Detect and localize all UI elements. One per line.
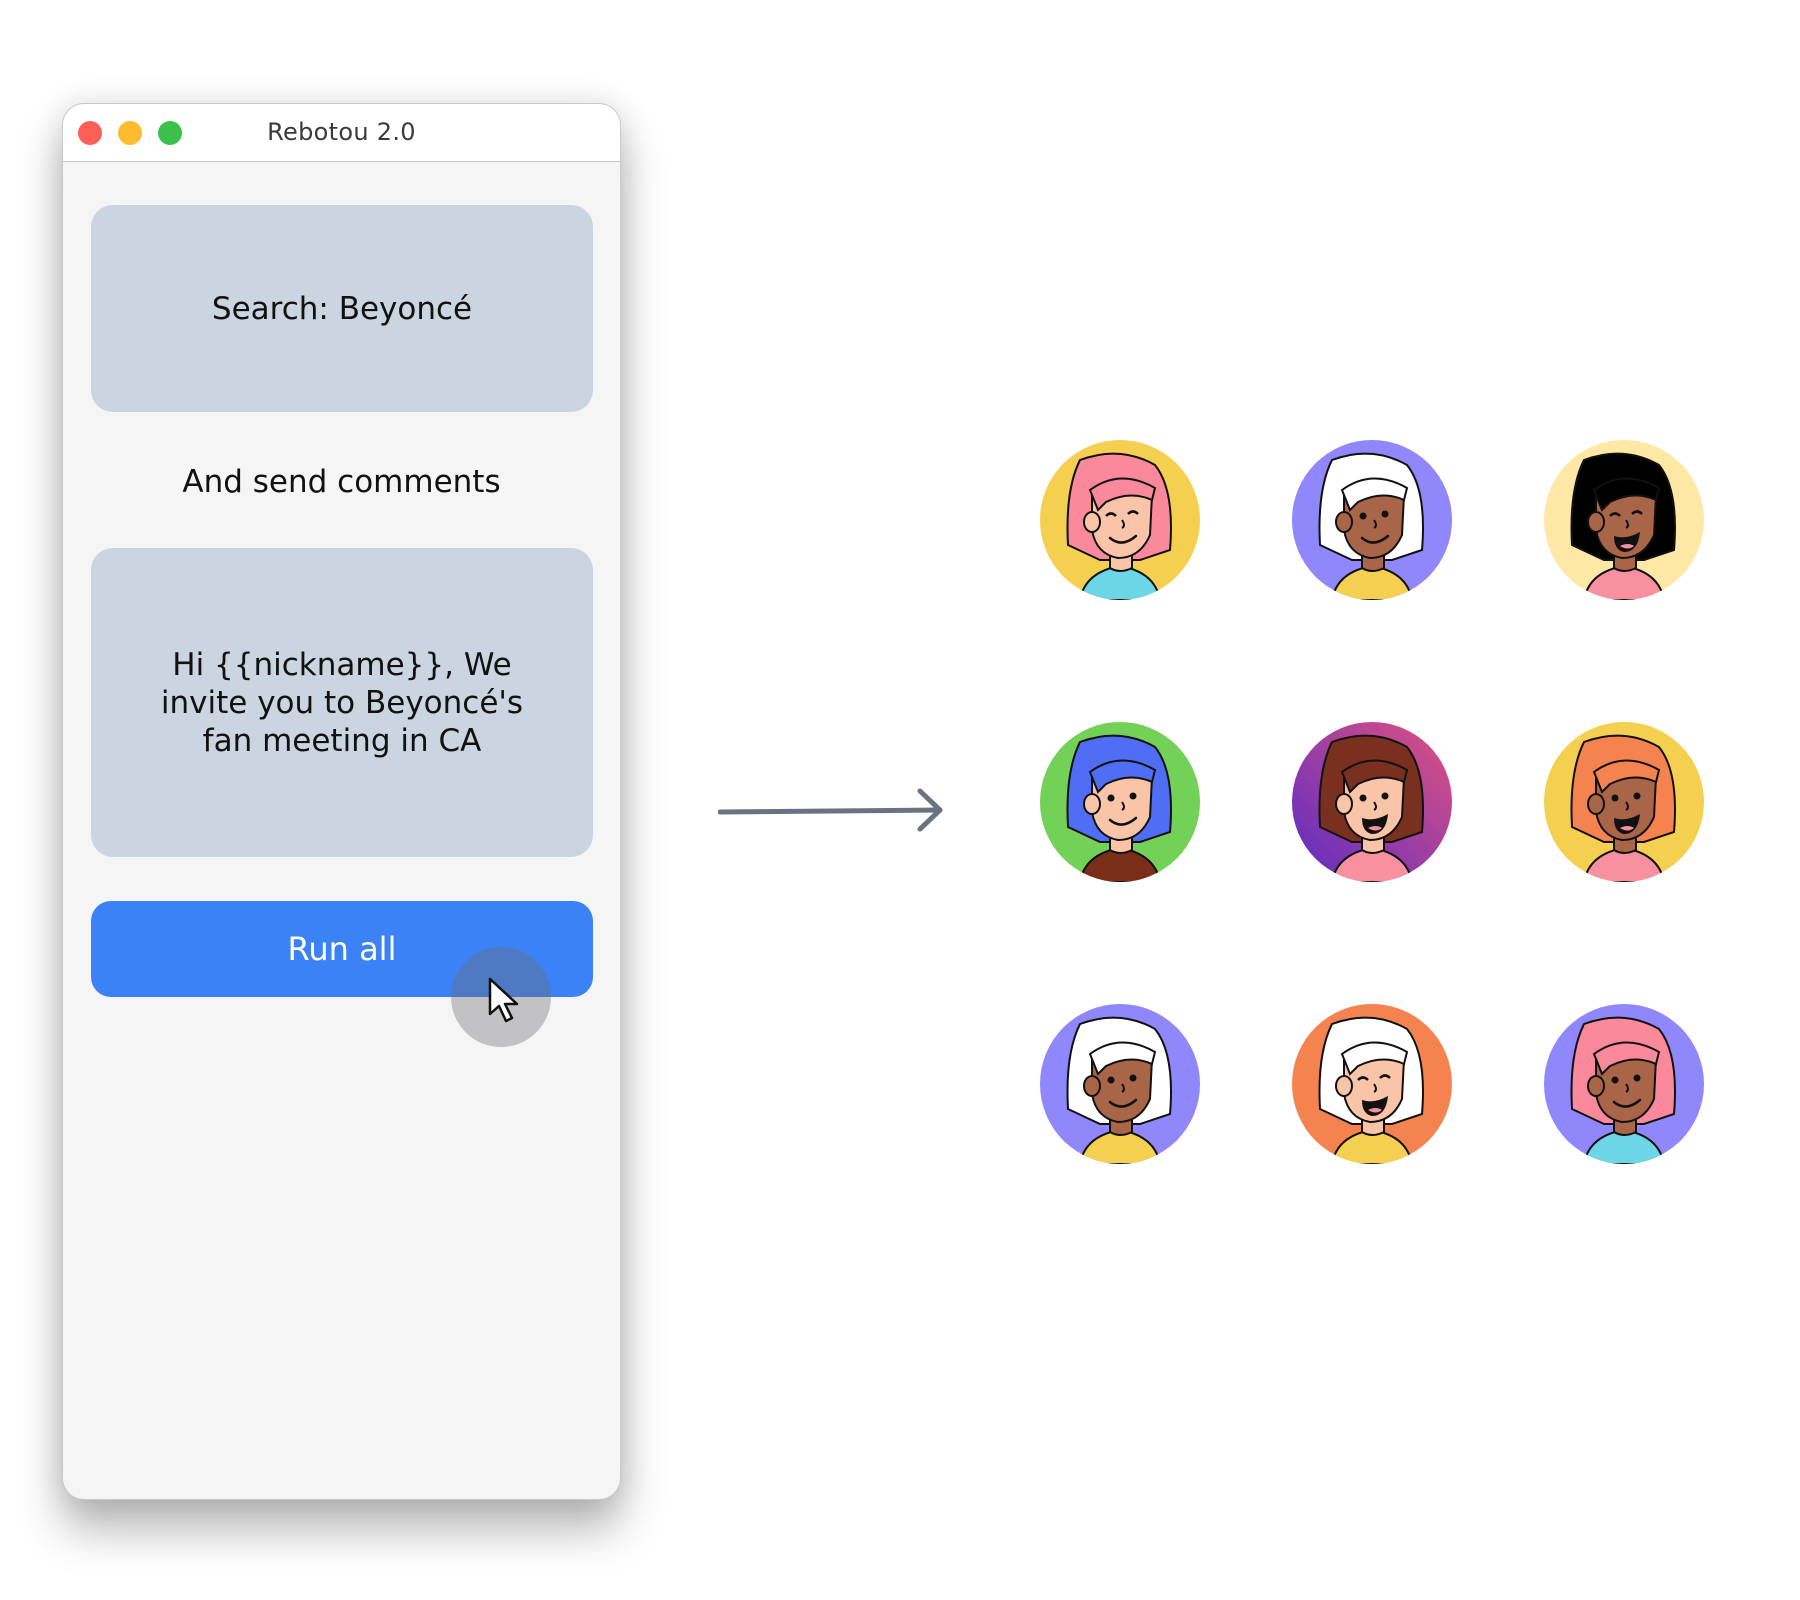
avatar-illustration-icon <box>1292 722 1452 882</box>
avatar-7 <box>1040 1004 1200 1164</box>
avatar-4 <box>1040 722 1200 882</box>
avatar-2 <box>1292 440 1452 600</box>
minimize-window-button[interactable] <box>118 121 142 145</box>
avatar-illustration-icon <box>1292 1004 1452 1164</box>
run-all-button[interactable]: Run all <box>91 901 593 997</box>
avatar-3 <box>1544 440 1704 600</box>
avatar-illustration-icon <box>1040 722 1200 882</box>
title-bar: Rebotou 2.0 <box>63 104 620 162</box>
avatar-6 <box>1544 722 1704 882</box>
avatar-illustration-icon <box>1544 722 1704 882</box>
avatar-illustration-icon <box>1292 440 1452 600</box>
close-window-button[interactable] <box>78 121 102 145</box>
avatar-illustration-icon <box>1544 1004 1704 1164</box>
avatar-illustration-icon <box>1544 440 1704 600</box>
avatar-9 <box>1544 1004 1704 1164</box>
avatar-illustration-icon <box>1040 1004 1200 1164</box>
avatar-5 <box>1292 722 1452 882</box>
search-step-text: Search: Beyoncé <box>211 290 473 327</box>
arrow-right-icon <box>718 788 943 832</box>
maximize-window-button[interactable] <box>158 121 182 145</box>
avatar-illustration-icon <box>1040 440 1200 600</box>
app-window: Rebotou 2.0 Search: Beyoncé And send com… <box>62 103 621 1500</box>
mouse-pointer-icon <box>488 977 519 1023</box>
avatar-1 <box>1040 440 1200 600</box>
window-title: Rebotou 2.0 <box>267 118 416 146</box>
comment-message-text: Hi {{nickname}}, We invite you to Beyonc… <box>160 646 524 759</box>
action-label: And send comments <box>182 464 501 500</box>
comment-message-card[interactable]: Hi {{nickname}}, We invite you to Beyonc… <box>91 548 593 857</box>
avatar-8 <box>1292 1004 1452 1164</box>
run-all-label: Run all <box>287 930 397 968</box>
search-step-card[interactable]: Search: Beyoncé <box>91 205 593 412</box>
